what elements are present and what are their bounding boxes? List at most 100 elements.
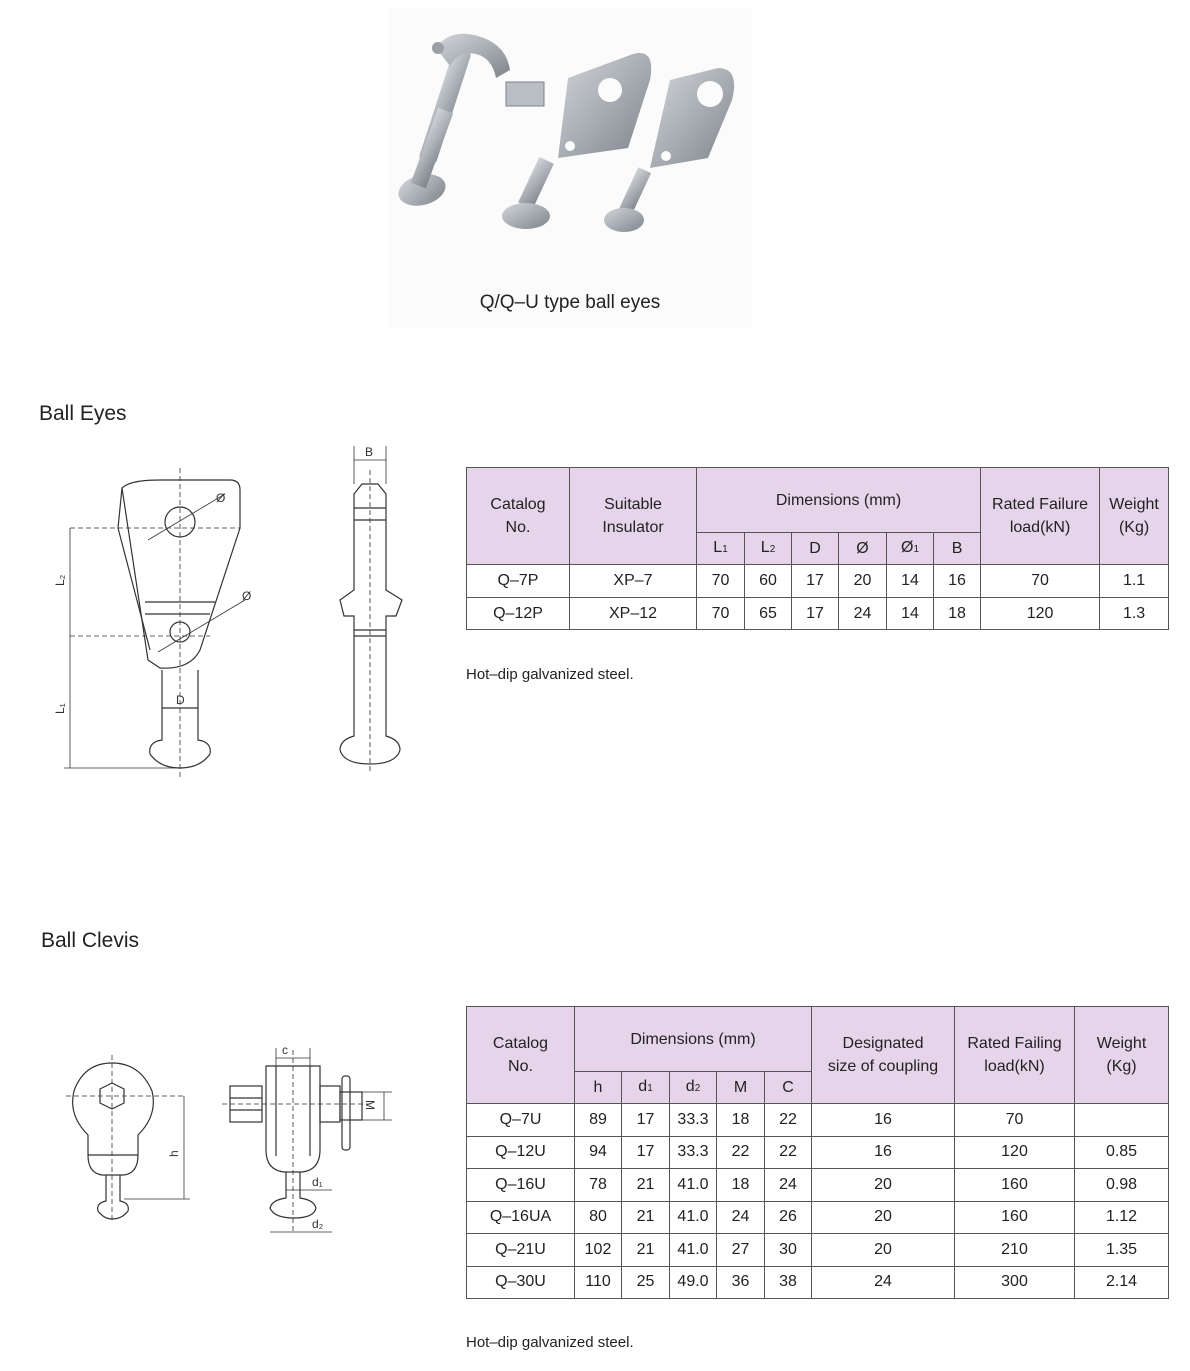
ball-eyes-photo-image (398, 33, 735, 232)
cell-m: 24 (716, 1200, 765, 1234)
cell-coupling: 16 (811, 1103, 956, 1137)
label-l1: L₁ (53, 703, 67, 714)
cell-b: 18 (932, 597, 982, 630)
cell-d2: 49.0 (669, 1265, 717, 1299)
cell-b: 16 (932, 564, 982, 598)
header-phi: Ø (838, 532, 887, 565)
cell-m: 22 (716, 1135, 765, 1169)
header-h: h (574, 1071, 622, 1104)
cell-insulator: XP–12 (569, 597, 697, 630)
cell-d2: 41.0 (669, 1168, 717, 1202)
cell-insulator: XP–7 (569, 564, 697, 598)
label-c: c (282, 1043, 288, 1057)
cell-catalog: Q–7U (466, 1103, 575, 1137)
cell-rated-load: 70 (980, 564, 1101, 598)
header-d2: d2 (669, 1071, 717, 1104)
cell-c: 22 (763, 1135, 813, 1169)
cell-catalog: Q–16UA (466, 1200, 575, 1234)
label-phi-mid: Ø (242, 589, 251, 603)
cell-rated-load: 70 (954, 1103, 1076, 1137)
cell-c: 24 (763, 1168, 813, 1202)
cell-d1: 17 (621, 1103, 670, 1137)
cell-d1: 21 (621, 1233, 670, 1267)
cell-weight: 2.14 (1074, 1265, 1170, 1299)
cell-d1: 21 (621, 1200, 670, 1234)
label-d2: d₂ (312, 1217, 324, 1231)
cell-coupling: 20 (811, 1200, 956, 1234)
photo-caption: Q/Q–U type ball eyes (479, 292, 661, 313)
table-row: Q–7P XP–7 70 60 17 20 14 16 70 1.1 (466, 564, 1170, 598)
header-phi1: Ø1 (886, 532, 934, 565)
cell-d1: 25 (621, 1265, 670, 1299)
cell-l1: 70 (696, 564, 745, 598)
cell-l2: 60 (744, 564, 792, 598)
cell-m: 18 (716, 1168, 765, 1202)
cell-l2: 65 (744, 597, 792, 630)
cell-rated-load: 120 (954, 1135, 1076, 1169)
cell-rated-load: 210 (954, 1233, 1076, 1267)
cell-h: 94 (574, 1135, 622, 1169)
cell-coupling: 20 (811, 1168, 956, 1202)
header-m: M (716, 1071, 765, 1104)
cell-l1: 70 (696, 597, 745, 630)
cell-c: 26 (763, 1200, 813, 1234)
label-b: B (365, 445, 373, 459)
cell-d: 17 (791, 597, 839, 630)
cell-d2: 33.3 (669, 1135, 717, 1169)
cell-c: 22 (763, 1103, 813, 1137)
ball-eye-side-drawing: B (339, 445, 403, 774)
cell-weight: 1.12 (1074, 1200, 1170, 1234)
cell-m: 36 (716, 1265, 765, 1299)
section-title-ball-eyes: Ball Eyes (39, 402, 127, 425)
cell-rated-load: 160 (954, 1200, 1076, 1234)
label-d1: d₁ (312, 1175, 323, 1189)
cell-c: 30 (763, 1233, 813, 1267)
ball-clevis-side-drawing: c M d₁ d₂ (222, 1043, 392, 1233)
cell-d2: 41.0 (669, 1200, 717, 1234)
header-l2: L2 (744, 532, 792, 565)
label-l2: L₂ (53, 574, 67, 586)
header-dimensions: Dimensions (mm) (573, 1006, 813, 1072)
label-phi-top: Ø (216, 491, 225, 505)
cell-c: 38 (763, 1265, 813, 1299)
cell-h: 89 (574, 1103, 622, 1137)
cell-h: 110 (574, 1265, 622, 1299)
ball-eye-front-drawing: Ø Ø L₂ L₁ D (53, 468, 251, 780)
cell-weight: 0.85 (1074, 1135, 1170, 1169)
header-b: B (932, 532, 982, 565)
cell-phi: 24 (838, 597, 887, 630)
header-d: D (791, 532, 839, 565)
cell-phi: 20 (838, 564, 887, 598)
cell-weight (1074, 1103, 1170, 1137)
cell-d2: 33.3 (669, 1103, 717, 1137)
cell-rated-load: 160 (954, 1168, 1076, 1202)
cell-catalog: Q–30U (466, 1265, 575, 1299)
cell-weight: 0.98 (1074, 1168, 1170, 1202)
cell-h: 80 (574, 1200, 622, 1234)
cell-catalog: Q–21U (466, 1233, 575, 1267)
cell-d1: 17 (621, 1135, 670, 1169)
cell-d1: 21 (621, 1168, 670, 1202)
header-l1: L1 (696, 532, 745, 565)
cell-coupling: 16 (811, 1135, 956, 1169)
cell-phi1: 14 (886, 564, 934, 598)
cell-rated-load: 300 (954, 1265, 1076, 1299)
header-weight: Weight(Kg) (1099, 467, 1170, 565)
label-m: M (363, 1100, 377, 1110)
header-d1: d1 (621, 1071, 670, 1104)
section-title-ball-clevis: Ball Clevis (41, 929, 140, 952)
table-row: Q–12P XP–12 70 65 17 24 14 18 120 1.3 (466, 597, 1170, 630)
cell-weight: 1.3 (1099, 597, 1170, 630)
cell-phi1: 14 (886, 597, 934, 630)
cell-catalog: Q–16U (466, 1168, 575, 1202)
